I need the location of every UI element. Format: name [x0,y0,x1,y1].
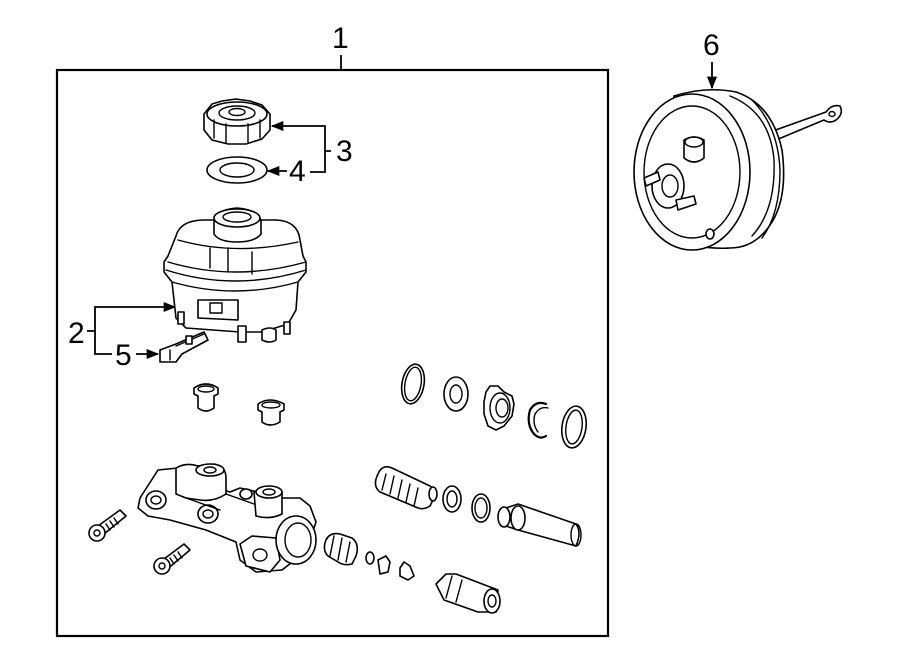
callout-5[interactable]: 5 [115,339,132,372]
reservoir-grommet-left[interactable] [193,383,219,412]
callout-3[interactable]: 3 [336,135,353,168]
fluid-reservoir[interactable] [163,207,307,343]
reservoir-cap[interactable] [203,98,271,145]
primary-piston-spring[interactable] [374,466,438,510]
callout-1[interactable]: 1 [332,22,349,55]
reservoir-cap-seal[interactable] [206,156,268,184]
secondary-piston-spring[interactable] [323,532,359,566]
mounting-bolt-upper[interactable] [88,509,127,542]
snap-ring[interactable] [527,401,549,439]
seal-nut[interactable] [483,385,515,431]
level-sensor[interactable] [159,331,209,363]
reservoir-grommet-right[interactable] [257,399,285,426]
master-cylinder-body[interactable] [137,463,317,573]
seal-ring-2[interactable] [443,376,469,412]
callout-4[interactable]: 4 [289,155,306,188]
seal-ring-1[interactable] [399,362,428,405]
valve-part-1[interactable] [365,551,375,565]
valve-part-3[interactable] [399,561,415,581]
piston-seal-2[interactable] [471,493,491,523]
pushrod-piston[interactable] [497,503,582,547]
brake-booster[interactable] [633,88,843,251]
mounting-bolt-lower[interactable] [153,543,191,575]
valve-part-2[interactable] [377,555,391,575]
callout-2[interactable]: 2 [68,317,85,350]
piston-seal-1[interactable] [442,485,462,513]
outlet-fitting[interactable] [435,573,501,614]
master-cylinder-assembly-box [55,68,610,638]
seal-ring-3[interactable] [559,405,589,450]
callout-6[interactable]: 6 [703,29,720,62]
